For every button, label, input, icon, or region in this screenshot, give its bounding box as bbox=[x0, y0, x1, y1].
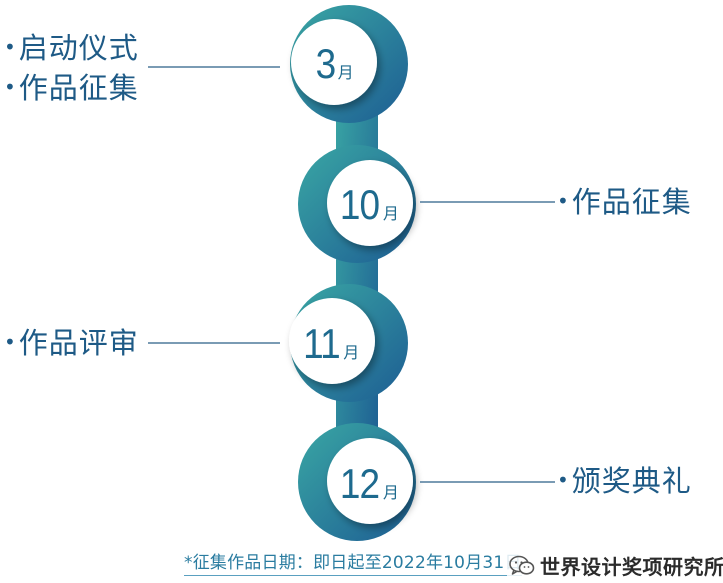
wechat-icon bbox=[509, 555, 535, 577]
month-marker-november: 11 月 bbox=[301, 320, 360, 368]
stage-label-line: 作品征集 bbox=[4, 69, 139, 109]
stage-label-line: 启动仪式 bbox=[4, 29, 139, 69]
month-number: 10 bbox=[339, 181, 380, 228]
stage-label-october: 作品征集 bbox=[557, 183, 692, 223]
month-unit: 月 bbox=[337, 63, 354, 82]
stage-label-december: 颁奖典礼 bbox=[557, 462, 692, 502]
month-disc bbox=[327, 438, 413, 524]
month-unit: 月 bbox=[382, 483, 399, 502]
submission-date-footnote: *征集作品日期：即日起至2022年10月31日 bbox=[184, 548, 522, 576]
stage-label-line: 作品征集 bbox=[557, 183, 692, 223]
month-number: 11 bbox=[303, 320, 340, 367]
month-number: 3 bbox=[315, 40, 337, 87]
month-unit: 月 bbox=[382, 204, 399, 223]
month-disc bbox=[291, 19, 377, 105]
month-discs bbox=[289, 19, 413, 524]
chain-neck bbox=[336, 60, 378, 480]
watermark-text: 世界设计奖项研究所 bbox=[540, 555, 723, 579]
month-marker-march: 3 月 bbox=[314, 40, 354, 88]
watermark: 世界设计奖项研究所 bbox=[507, 549, 723, 582]
month-unit: 月 bbox=[343, 343, 360, 362]
month-disc bbox=[289, 298, 375, 384]
stage-label-line: 作品评审 bbox=[4, 324, 139, 364]
month-marker-december: 12 月 bbox=[337, 460, 399, 508]
stage-label-march: 启动仪式 作品征集 bbox=[4, 29, 139, 109]
month-number: 12 bbox=[339, 460, 380, 507]
stage-label-november: 作品评审 bbox=[4, 324, 139, 364]
month-disc bbox=[327, 160, 413, 246]
connector-lines bbox=[148, 66, 555, 483]
stage-label-line: 颁奖典礼 bbox=[557, 462, 692, 502]
month-marker-october: 10 月 bbox=[337, 181, 399, 229]
